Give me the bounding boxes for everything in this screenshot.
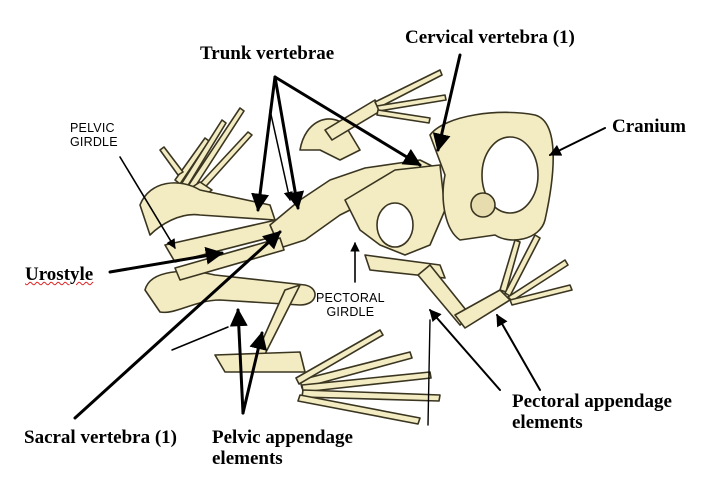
pectoral-girdle-label-line2: GIRDLE — [326, 304, 375, 319]
pelvic-appendage-label: Pelvic appendage elements — [212, 427, 353, 470]
pelvic-girdle-arrow — [119, 156, 176, 249]
lower-hind-leg — [144, 270, 316, 314]
pelvic-girdle-label-line1: PELVIC — [70, 121, 115, 135]
trunk-vertebrae-arrows — [251, 75, 422, 212]
pectoral-girdle-label: PECTORAL GIRDLE — [316, 291, 385, 320]
upper-front-toes — [374, 69, 447, 124]
upper-hind-leg — [139, 182, 276, 236]
lower-hind-toes — [295, 329, 441, 425]
pectoral-appendage-label: Pectoral appendage elements — [512, 391, 672, 434]
pectoral-girdle-label-line1: PECTORAL — [316, 291, 385, 305]
sacral-vertebra-label: Sacral vertebra (1) — [24, 427, 177, 448]
cranium-arrow — [548, 127, 606, 156]
lower-thin-arrow — [171, 326, 229, 351]
lower-forelimb-radius — [417, 264, 471, 326]
cervical-vertebra-label: Cervical vertebra (1) — [405, 27, 575, 48]
pectoral-appendage-arrow-1 — [429, 309, 501, 391]
cranium-label: Cranium — [612, 116, 686, 137]
pelvic-appendage-label-line2: elements — [212, 447, 283, 469]
pelvic-appendage-label-line1: Pelvic appendage — [212, 427, 353, 448]
pelvic-girdle-label: PELVIC GIRDLE — [70, 121, 118, 150]
pelvic-girdle-label-line2: GIRDLE — [70, 134, 118, 149]
tarsus — [214, 351, 306, 373]
urostyle-bone — [174, 237, 285, 281]
sacral-vertebra-arrow — [73, 230, 282, 420]
trunk-vertebrae-thin-arrow — [269, 109, 293, 201]
urostyle-label: Urostyle — [25, 264, 94, 285]
cervical-vertebra-arrow — [432, 53, 462, 152]
pectoral-appendage-arrow-2 — [496, 313, 541, 391]
pectoral-thin-arrow — [427, 319, 431, 426]
pectoral-appendage-label-line2: elements — [512, 411, 583, 433]
pelvic-appendage-arrow-right — [241, 331, 268, 415]
pectoral-appendage-label-line1: Pectoral appendage — [512, 391, 672, 412]
pelvic-appendage-arrow-left — [229, 308, 248, 415]
trunk-vertebrae-label: Trunk vertebrae — [200, 43, 335, 64]
lower-front-toes — [499, 234, 573, 306]
urostyle-arrow — [108, 246, 224, 274]
